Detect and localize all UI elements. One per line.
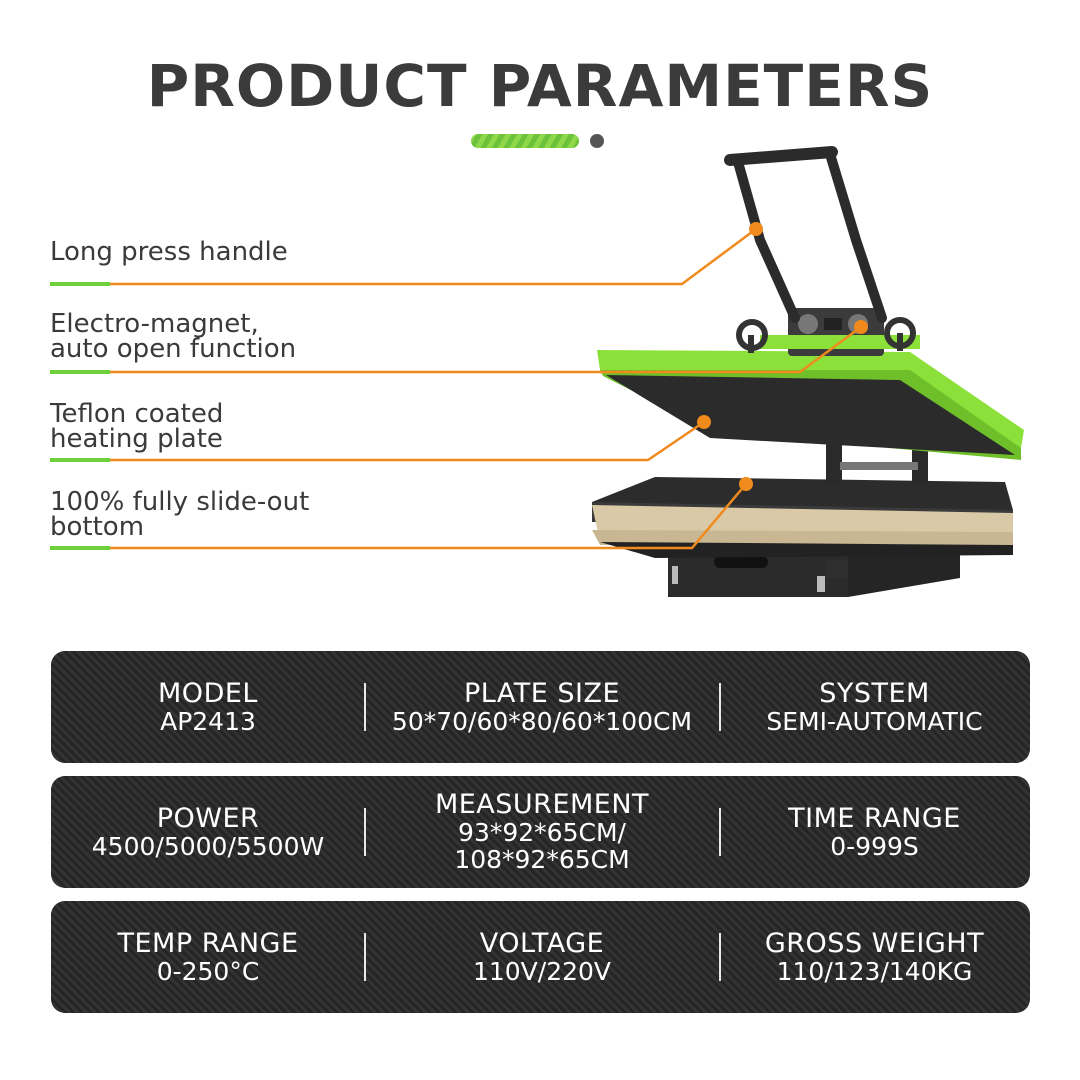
feature-label-plate: Teflon coated heating plate [50,399,224,454]
spec-label: MODEL [158,677,258,709]
page-title: PRODUCT PARAMETERS [146,52,934,120]
spec-label: TIME RANGE [788,802,961,834]
spec-value: 108*92*65CM [454,845,630,874]
spec-divider [364,808,366,856]
feature-tick-bottom [50,546,110,550]
heat-press-illustration [110,146,1024,597]
spec-divider [364,683,366,731]
spec-time-range: TIME RANGE 0-999S [719,776,1030,888]
spec-voltage: VOLTAGE 110V/220V [365,901,719,1013]
spec-plate-size: PLATE SIZE 50*70/60*80/60*100CM [365,651,719,763]
feature-tick-plate [50,458,110,462]
spec-value: 110V/220V [472,956,612,986]
spec-value: 4500/5000/5500W [91,831,325,861]
title-dot [590,134,604,148]
spec-label: PLATE SIZE [463,677,621,709]
spec-value: SEMI-AUTOMATIC [766,706,983,736]
feature-tick-handle [50,282,110,286]
bottom-plate [592,477,1013,558]
leader-dots [697,222,868,491]
spec-gross-weight: GROSS WEIGHT 110/123/140KG [719,901,1030,1013]
spec-value: 110/123/140KG [776,956,973,986]
spec-label: SYSTEM [819,677,930,709]
feature-line: auto open function [50,334,297,364]
spec-divider [719,683,721,731]
dot-bottom [739,477,753,491]
spec-model: MODEL AP2413 [51,651,365,763]
feature-line: Long press handle [50,237,288,267]
spec-measurement: MEASUREMENT 93*92*65CM/ 108*92*65CM [365,776,719,888]
spec-label: VOLTAGE [479,927,605,959]
feature-line: bottom [50,512,145,542]
feature-label-magnet: Electro-magnet, auto open function [50,309,297,364]
feature-line: heating plate [50,424,223,454]
dot-handle [749,222,763,236]
spec-value: 0-250°C [156,956,260,986]
spec-label: POWER [156,802,260,834]
leader-line-magnet [110,325,862,374]
feature-label-handle: Long press handle [50,237,288,267]
spec-row-3: TEMP RANGE 0-250°C VOLTAGE 110V/220V GRO… [51,901,1030,1013]
spec-divider [364,933,366,981]
spec-row-2: POWER 4500/5000/5500W MEASUREMENT 93*92*… [51,776,1030,888]
press-column [826,440,928,485]
dot-plate [697,415,711,429]
spec-label: TEMP RANGE [117,927,299,959]
spec-system: SYSTEM SEMI-AUTOMATIC [719,651,1030,763]
feature-line: 100% fully slide-out [50,487,310,517]
leader-line-bottom [110,483,747,550]
leader-line-plate [110,420,705,462]
feature-label-bottom: 100% fully slide-out bottom [50,487,310,542]
spec-value: 0-999S [830,831,919,861]
dot-magnet [854,320,868,334]
spec-value: 50*70/60*80/60*100CM [391,706,693,736]
spec-temp-range: TEMP RANGE 0-250°C [51,901,365,1013]
spec-row-1: MODEL AP2413 PLATE SIZE 50*70/60*80/60*1… [51,651,1030,763]
spec-power: POWER 4500/5000/5500W [51,776,365,888]
heating-plate [597,350,1024,460]
spec-value: 93*92*65CM/ [458,818,626,847]
spec-divider [719,933,721,981]
spec-value: AP2413 [160,706,256,736]
feature-line: Electro-magnet, [50,309,259,339]
title-underline-bar [471,134,579,148]
spec-label: GROSS WEIGHT [764,927,985,959]
feature-line: Teflon coated [50,399,224,429]
spec-divider [719,808,721,856]
spec-label: MEASUREMENT [434,789,650,820]
control-block [736,308,920,356]
press-handle [724,146,887,323]
feature-tick-magnet [50,370,110,374]
leader-line-handle [110,227,757,286]
leader-lines [110,227,862,550]
